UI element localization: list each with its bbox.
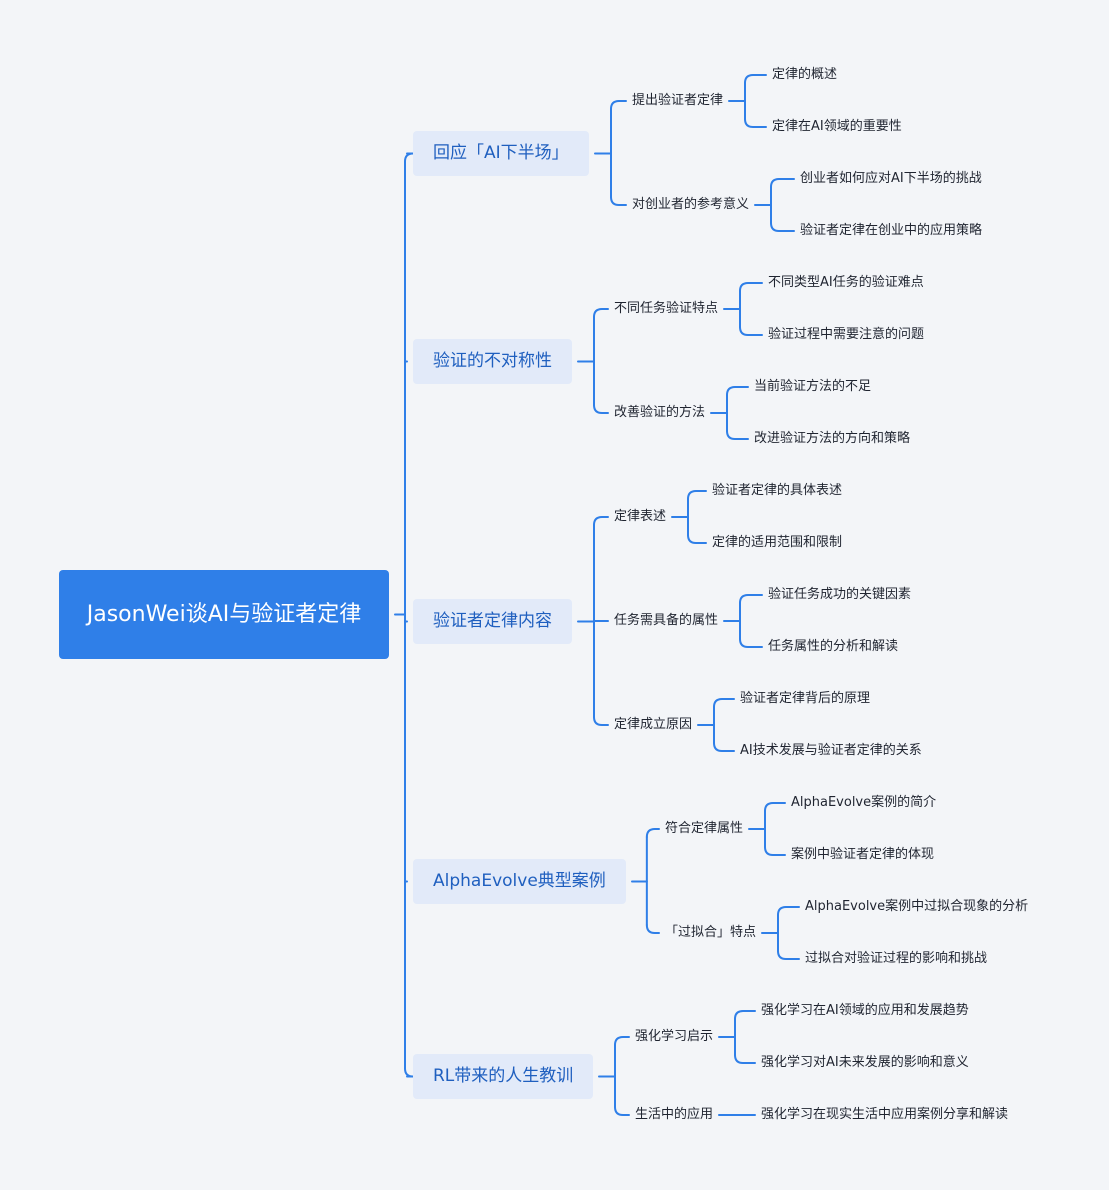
- branch-connector: [593, 404, 609, 414]
- subtopic-overfitting-traits[interactable]: 「过拟合」特点: [665, 925, 757, 940]
- subtopic-task-verification-traits[interactable]: 不同任务验证特点: [614, 301, 719, 316]
- leaf-task-difficulties[interactable]: 不同类型AI任务的验证难点: [768, 275, 924, 290]
- leaf-property-analysis[interactable]: 任务属性的分析和解读: [768, 639, 899, 654]
- subtopic-connector: [770, 222, 795, 232]
- subtopic-connector: [777, 906, 800, 916]
- leaf-rl-real-life-cases[interactable]: 强化学习在现实生活中应用案例分享和解读: [761, 1107, 1009, 1122]
- subtopic-connector: [777, 950, 800, 960]
- branch-connector: [645, 924, 660, 934]
- subtopic-connector: [687, 534, 707, 544]
- subtopic-law-statement[interactable]: 定律表述: [614, 509, 667, 524]
- leaf-law-principles[interactable]: 验证者定律背后的原理: [740, 691, 871, 706]
- subtopic-connector: [734, 1054, 756, 1064]
- branch-connector: [610, 100, 627, 110]
- subtopic-rl-insights[interactable]: 强化学习启示: [635, 1029, 714, 1044]
- branch-rl-life-lessons[interactable]: RL带来的人生教训: [413, 1054, 594, 1099]
- branch-connector: [645, 828, 660, 838]
- branch-verifier-law-content[interactable]: 验证者定律内容: [413, 599, 572, 644]
- branch-connector: [614, 1106, 630, 1116]
- root-connector: [404, 152, 414, 163]
- branch-connector: [610, 196, 627, 206]
- subtopic-connector: [739, 282, 763, 292]
- leaf-law-scope-limits[interactable]: 定律的适用范围和限制: [712, 535, 843, 550]
- leaf-law-concrete-statement[interactable]: 验证者定律的具体表述: [712, 483, 843, 498]
- root-connector: [404, 1067, 414, 1078]
- subtopic-connector: [764, 802, 786, 812]
- subtopic-connector: [739, 326, 763, 336]
- subtopic-law-reasons[interactable]: 定律成立原因: [614, 717, 693, 732]
- branch-connector: [614, 1036, 630, 1046]
- leaf-alphaevolve-intro[interactable]: AlphaEvolve案例的简介: [791, 795, 937, 810]
- subtopic-connector: [739, 594, 763, 604]
- leaf-verification-issues[interactable]: 验证过程中需要注意的问题: [768, 327, 925, 342]
- subtopic-connector: [739, 638, 763, 648]
- subtopic-life-applications[interactable]: 生活中的应用: [635, 1107, 714, 1122]
- subtopic-propose-verifier-law[interactable]: 提出验证者定律: [632, 93, 724, 108]
- leaf-law-overview[interactable]: 定律的概述: [772, 67, 838, 82]
- subtopic-connector: [770, 178, 795, 188]
- leaf-overfitting-analysis[interactable]: AlphaEvolve案例中过拟合现象的分析: [805, 899, 1029, 914]
- leaf-rl-trends[interactable]: 强化学习在AI领域的应用和发展趋势: [761, 1003, 969, 1018]
- branch-ai-second-half[interactable]: 回应「AI下半场」: [413, 131, 589, 176]
- subtopic-connector: [764, 846, 786, 856]
- subtopic-connector: [713, 698, 735, 708]
- leaf-overfitting-impact[interactable]: 过拟合对验证过程的影响和挑战: [805, 951, 988, 966]
- leaf-law-importance[interactable]: 定律在AI领域的重要性: [772, 119, 902, 134]
- branch-connector: [593, 516, 609, 526]
- root-topic[interactable]: JasonWei谈AI与验证者定律: [59, 570, 389, 659]
- subtopic-fits-law-properties[interactable]: 符合定律属性: [665, 821, 744, 836]
- branch-connector: [593, 716, 609, 726]
- subtopic-connector: [713, 742, 735, 752]
- leaf-ai-tech-relation[interactable]: AI技术发展与验证者定律的关系: [740, 743, 922, 758]
- subtopic-connector: [734, 1010, 756, 1020]
- subtopic-connector: [744, 118, 767, 128]
- subtopic-founder-reference[interactable]: 对创业者的参考意义: [632, 197, 750, 212]
- leaf-improvement-directions[interactable]: 改进验证方法的方向和策略: [754, 431, 911, 446]
- leaf-success-factors[interactable]: 验证任务成功的关键因素: [768, 587, 912, 602]
- subtopic-connector: [726, 386, 749, 396]
- branch-connector: [593, 308, 609, 318]
- leaf-current-shortcomings[interactable]: 当前验证方法的不足: [754, 379, 872, 394]
- subtopic-connector: [726, 430, 749, 440]
- subtopic-connector: [687, 490, 707, 500]
- leaf-founder-challenges[interactable]: 创业者如何应对AI下半场的挑战: [800, 171, 982, 186]
- subtopic-improve-verification[interactable]: 改善验证的方法: [614, 405, 706, 420]
- subtopic-connector: [744, 74, 767, 84]
- branch-alphaevolve-case[interactable]: AlphaEvolve典型案例: [413, 859, 626, 904]
- leaf-rl-future-impact[interactable]: 强化学习对AI未来发展的影响和意义: [761, 1055, 969, 1070]
- leaf-law-embodiment[interactable]: 案例中验证者定律的体现: [791, 847, 935, 862]
- leaf-founder-strategy[interactable]: 验证者定律在创业中的应用策略: [800, 223, 983, 238]
- subtopic-task-properties[interactable]: 任务需具备的属性: [614, 613, 719, 628]
- branch-verification-asymmetry[interactable]: 验证的不对称性: [413, 339, 572, 384]
